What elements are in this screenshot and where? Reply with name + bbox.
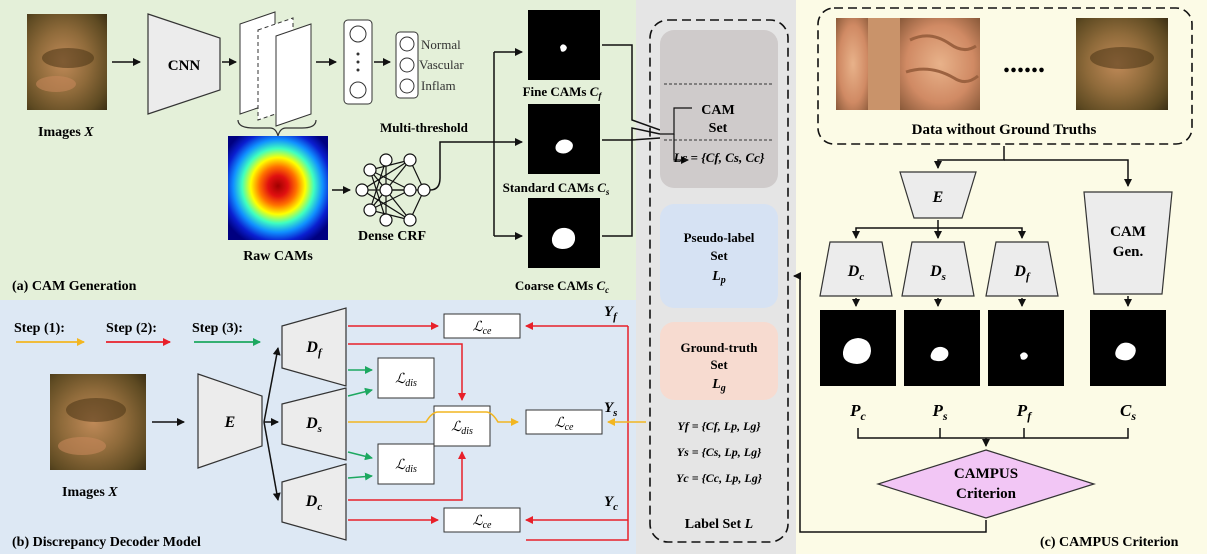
- prediction-mask-ps: [904, 310, 980, 386]
- coarse-cams-label: Coarse CAMs Cc: [515, 278, 609, 295]
- class-normal: Normal: [421, 37, 461, 52]
- raw-cams-label: Raw CAMs: [243, 249, 313, 264]
- cam-mask-cs: [1090, 310, 1166, 386]
- images-x-label-b: Images X: [62, 485, 118, 500]
- encoder-b-label: E: [224, 414, 236, 431]
- panel-b: Step (1): Step (2): Step (3): Images X E…: [12, 304, 646, 550]
- cam-set-line2: Set: [709, 121, 728, 136]
- cam-set-line1: CAM: [701, 103, 734, 118]
- step2-label: Step (2):: [106, 321, 157, 336]
- dense-crf-label: Dense CRF: [358, 229, 426, 244]
- fine-cams-label: Fine CAMs Cf: [523, 84, 603, 101]
- panel-c: ...... Data without Ground Truths E Dc D…: [793, 7, 1193, 550]
- class-vascular: Vascular: [419, 57, 464, 72]
- yf-formula: Yf = {Cf, Lp, Lg}: [677, 419, 761, 433]
- yc-formula: Yc = {Cc, Lp, Lg}: [676, 471, 763, 485]
- cam-gen-line2: Gen.: [1113, 244, 1144, 260]
- cam-gen-block: [1083, 191, 1173, 295]
- pseudo-label-line2: Set: [710, 248, 728, 263]
- ground-truth-set-box: [660, 322, 778, 400]
- standard-cam-mask: [528, 104, 600, 174]
- cnn-block: [147, 13, 221, 115]
- encoder-b: [197, 373, 263, 469]
- input-image-a: [27, 14, 107, 110]
- loss-ce-middle: ℒce: [525, 409, 603, 435]
- input-image-b: [50, 374, 146, 470]
- decoder-dc: [281, 463, 347, 541]
- lc-formula: Lc = {Cf, Cs, Cc}: [673, 150, 765, 165]
- panel-a-title: (a) CAM Generation: [12, 279, 137, 294]
- feature-vector: [343, 19, 373, 105]
- decoder-df: [281, 307, 347, 387]
- campus-criterion-diamond: [876, 449, 1096, 519]
- fine-cam-mask: [528, 10, 600, 80]
- loss-ce-bottom: ℒce: [443, 507, 521, 533]
- data-without-gt-label: Data without Ground Truths: [912, 122, 1097, 138]
- pseudo-label-line1: Pseudo-label: [684, 230, 755, 245]
- cnn-label: CNN: [168, 58, 201, 74]
- prediction-mask-pf: [988, 310, 1064, 386]
- coarse-cam-mask: [528, 198, 600, 268]
- class-inflam: Inflam: [421, 78, 456, 93]
- step1-label: Step (1):: [14, 321, 65, 336]
- class-output-nodes: [395, 31, 419, 99]
- data-dashed-box: [817, 7, 1193, 145]
- encoder-c-label: E: [932, 189, 944, 206]
- criterion-line2: Criterion: [956, 486, 1017, 502]
- feature-maps: [239, 11, 312, 127]
- decoder-c-df: [985, 241, 1059, 297]
- label-set: CAM Set Lc = {Cf, Cs, Cc} Pseudo-label S…: [649, 19, 789, 543]
- raw-cam-heatmap: [228, 136, 328, 240]
- loss-dis-bottom: ℒdis: [377, 443, 435, 485]
- ys-formula: Ys = {Cs, Lp, Lg}: [677, 445, 762, 459]
- panel-c-title: (c) CAMPUS Criterion: [1040, 535, 1179, 550]
- ground-truth-line2: Set: [710, 357, 728, 372]
- decoder-c-dc: [819, 241, 893, 297]
- images-x-label-a: Images X: [38, 125, 94, 140]
- panel-b-title: (b) Discrepancy Decoder Model: [12, 535, 201, 550]
- criterion-line1: CAMPUS: [954, 466, 1018, 482]
- unlabeled-images: [836, 18, 1168, 110]
- label-set-title: Label Set L: [685, 517, 753, 532]
- prediction-mask-pc: [820, 310, 896, 386]
- ground-truth-line1: Ground-truth: [680, 340, 758, 355]
- decoder-ds: [281, 387, 347, 461]
- label-set-dashed-border: [649, 19, 789, 543]
- encoder-c: [899, 171, 977, 219]
- cam-gen-line1: CAM: [1110, 224, 1146, 240]
- multi-threshold-label: Multi-threshold: [380, 120, 469, 135]
- standard-cams-label: Standard CAMs Cs: [503, 180, 610, 197]
- loss-dis-top: ℒdis: [377, 357, 435, 399]
- decoder-c-ds: [901, 241, 975, 297]
- panel-a: Images X CNN: [12, 10, 661, 295]
- pseudo-label-set-box: [660, 204, 778, 308]
- step3-label: Step (3):: [192, 321, 243, 336]
- ellipsis-dots: ......: [1003, 48, 1045, 79]
- cam-set-box: [660, 30, 778, 188]
- loss-ce-top: ℒce: [443, 313, 521, 339]
